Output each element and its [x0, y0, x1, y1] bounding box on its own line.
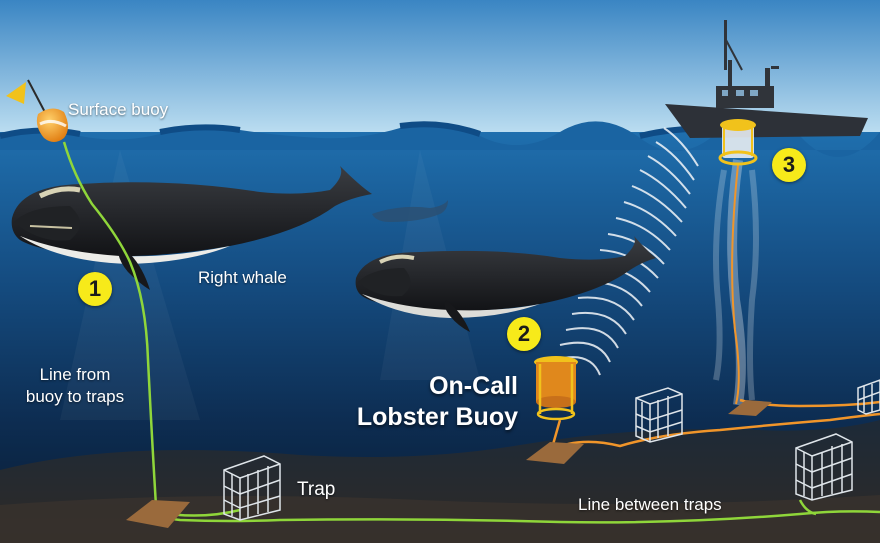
on-call-line-1: On-Call	[429, 372, 518, 400]
right-whale-2	[355, 236, 656, 332]
on-call-lobster-buoy-label: On-Call Lobster Buoy	[356, 371, 518, 433]
retrieval-rope	[727, 159, 746, 406]
step-badge-1: 1	[78, 272, 112, 306]
surface-buoy	[6, 79, 68, 142]
step-badge-2: 2	[507, 317, 541, 351]
line-between-traps-label: Line between traps	[578, 495, 722, 514]
buoy-line	[62, 141, 880, 524]
right-whale-label: Right whale	[198, 268, 287, 287]
on-call-line-2: Lobster Buoy	[356, 403, 518, 431]
line-from-buoy-label: Line from buoy to traps	[20, 364, 130, 408]
trap-2	[635, 387, 683, 443]
trap-3	[795, 433, 853, 501]
anchor-left	[126, 500, 190, 528]
anchor-right	[728, 400, 772, 416]
step-badge-3: 3	[772, 148, 806, 182]
on-call-buoy	[534, 356, 578, 421]
trap-cages	[223, 379, 880, 521]
line-from-buoy-line-2: buoy to traps	[25, 387, 125, 406]
distant-whale	[372, 200, 448, 222]
anchor-middle	[526, 442, 584, 464]
surface-buoy-label: Surface buoy	[68, 100, 169, 119]
trap-4	[857, 379, 880, 415]
trap-label: Trap	[297, 479, 336, 500]
fishing-boat	[665, 20, 868, 138]
ocean-waves	[0, 112, 880, 158]
line-from-buoy-line-1: Line from	[39, 365, 111, 384]
light-rays	[60, 150, 480, 420]
retrieved-buoy	[718, 119, 758, 166]
orange-trap-line	[549, 412, 880, 452]
trap-1	[223, 455, 281, 521]
